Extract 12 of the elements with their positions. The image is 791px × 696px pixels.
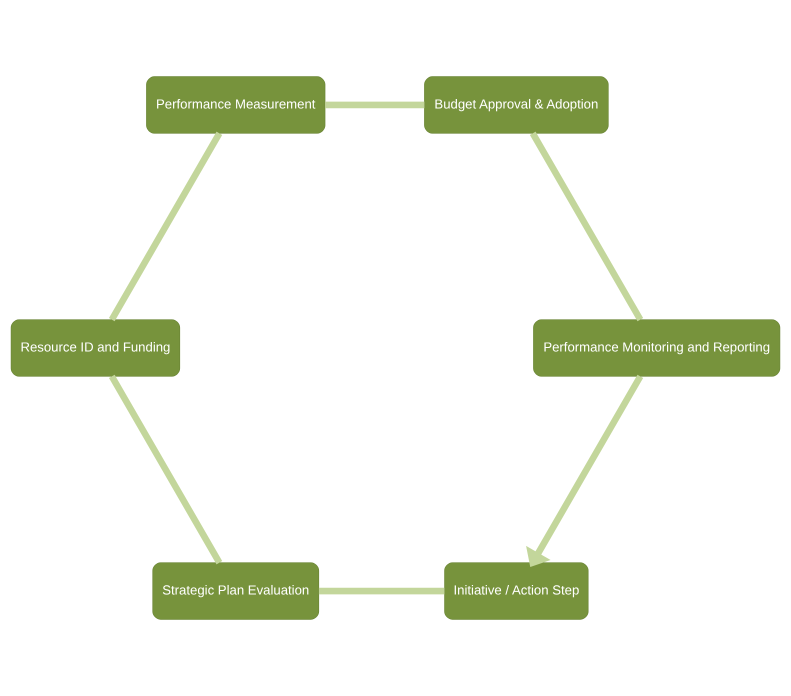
arrow	[526, 374, 644, 567]
node-box: Performance Measurement	[146, 76, 326, 134]
node-box: Resource ID and Funding	[10, 319, 180, 377]
node-box: Budget Approval & Adoption	[424, 76, 609, 134]
node-box: Performance Monitoring and Reporting	[533, 319, 780, 377]
connector	[325, 102, 424, 108]
connector	[530, 132, 644, 322]
node-box: Initiative / Action Step	[444, 562, 589, 620]
connector	[108, 374, 222, 564]
connector	[318, 588, 444, 594]
node-box: Strategic Plan Evaluation	[152, 562, 320, 620]
connector	[108, 132, 222, 322]
